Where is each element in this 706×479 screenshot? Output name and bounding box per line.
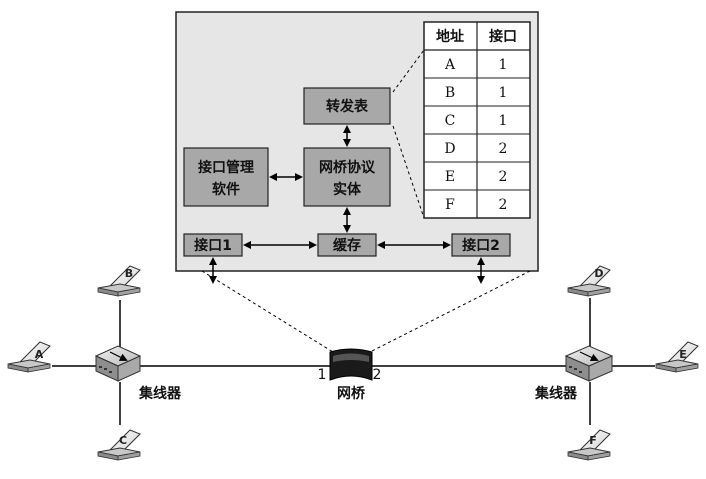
host-label-d: D xyxy=(594,267,603,280)
right-hub xyxy=(564,345,614,382)
buffer-box: 缓存 xyxy=(317,233,377,257)
table-cell: D xyxy=(444,141,455,157)
laptop-f: F xyxy=(567,429,611,461)
table-header-address: 地址 xyxy=(436,28,464,45)
laptop-e: E xyxy=(655,341,699,373)
protocol-entity-label-1: 网桥协议 xyxy=(319,159,376,176)
protocol-entity-label-2: 实体 xyxy=(333,181,362,198)
bridge-device xyxy=(329,348,373,381)
host-label-c: C xyxy=(119,434,127,447)
host-label-e: E xyxy=(679,348,687,361)
interface1-box: 接口1 xyxy=(183,233,243,257)
interface-mgmt-box: 接口管理 软件 xyxy=(183,147,269,207)
interface2-label: 接口2 xyxy=(462,237,500,254)
address-table: 地址 接口 A 1 B 1 C 1 D 2 E 2 F 2 xyxy=(423,21,531,219)
bridge-label: 网桥 xyxy=(337,385,366,402)
host-label-b: B xyxy=(125,267,133,280)
laptop-c: C xyxy=(97,429,141,461)
interface-mgmt-label-2: 软件 xyxy=(212,181,240,198)
network-links xyxy=(52,298,655,425)
forwarding-table-label: 转发表 xyxy=(326,98,369,115)
interface1-label: 接口1 xyxy=(194,237,232,254)
laptop-a: A xyxy=(7,341,51,373)
table-cell: 1 xyxy=(499,85,508,101)
table-cell: 2 xyxy=(499,169,508,185)
table-cell: B xyxy=(445,85,455,101)
laptop-d: D xyxy=(567,265,611,297)
zoom-lines xyxy=(201,49,531,353)
table-cell: 2 xyxy=(499,141,508,157)
table-header-interface: 接口 xyxy=(489,28,517,45)
bridge-port-2: 2 xyxy=(373,367,382,383)
table-cell: E xyxy=(445,169,455,185)
right-hub-label: 集线器 xyxy=(534,385,578,402)
table-cell: F xyxy=(445,197,455,213)
interface-mgmt-label-1: 接口管理 xyxy=(198,159,254,176)
table-cell: 2 xyxy=(499,197,508,213)
host-label-f: F xyxy=(589,434,597,447)
left-hub xyxy=(94,345,142,382)
forwarding-table-box: 转发表 xyxy=(303,87,391,125)
table-cell: 1 xyxy=(499,57,508,73)
table-cell: A xyxy=(444,57,456,73)
protocol-entity-box: 网桥协议 实体 xyxy=(303,147,391,207)
internal-arrows xyxy=(209,125,485,284)
table-cell: C xyxy=(445,113,456,129)
interface2-box: 接口2 xyxy=(451,233,511,257)
host-label-a: A xyxy=(35,348,44,361)
laptop-b: B xyxy=(97,265,141,297)
buffer-label: 缓存 xyxy=(333,237,361,254)
bridge-port-1: 1 xyxy=(318,367,327,383)
table-cell: 1 xyxy=(499,113,508,129)
left-hub-label: 集线器 xyxy=(138,385,182,402)
